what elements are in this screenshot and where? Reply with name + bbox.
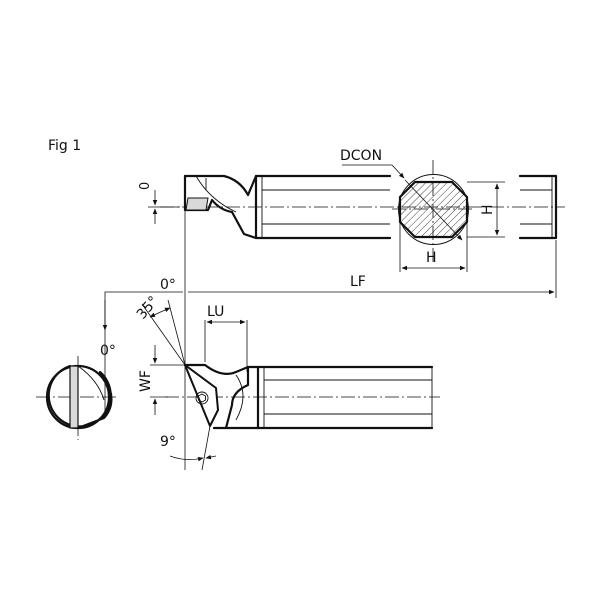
angle9-arrow — [205, 454, 217, 460]
dcon-label: DCON — [340, 148, 382, 164]
top-shank-end — [518, 174, 558, 240]
angle35-ext-1 — [141, 303, 186, 366]
lu-label: LU — [207, 304, 224, 320]
angle9-ext — [201, 425, 211, 471]
bottom-head-outline — [183, 363, 250, 430]
angle35-ext-2 — [167, 299, 186, 366]
section-dcon-circle — [398, 174, 469, 245]
insert-screw — [195, 391, 209, 405]
dcon-diagonal — [404, 179, 463, 241]
h-horizontal-label: H — [426, 250, 437, 266]
angle-0-left-label: 0° — [100, 343, 116, 359]
section-outline — [398, 180, 469, 239]
h-vertical-label: H — [480, 204, 496, 215]
angle-35-label: 35° — [134, 293, 162, 322]
zero-side-label: 0 — [138, 182, 153, 190]
wf-label: WF — [138, 370, 154, 392]
angle35-arc — [149, 307, 171, 318]
top-insert — [185, 197, 209, 211]
angle-0-top-label: 0° — [160, 277, 176, 293]
end-chip-curve — [77, 365, 105, 401]
angle-9-label: 9° — [160, 434, 176, 450]
screw-hex-icon — [198, 393, 206, 403]
bottom-head-curve — [235, 374, 244, 421]
figure-label: Fig 1 — [48, 138, 81, 154]
angle9-arc — [169, 455, 204, 462]
top-view: 0 — [138, 174, 565, 240]
lf-label: LF — [350, 274, 366, 290]
end-view — [36, 356, 118, 440]
end-insert — [69, 365, 79, 429]
cross-section: DCON H H — [340, 148, 505, 272]
bottom-v-insert — [184, 364, 219, 427]
top-head-curve — [195, 175, 237, 213]
lf-dimension: LF — [184, 210, 557, 470]
bottom-view: LU 0° 0° 35° WF 9° — [100, 277, 440, 471]
top-head-upper — [183, 174, 392, 197]
top-head-lower — [183, 174, 392, 240]
dcon-leader — [342, 164, 405, 179]
